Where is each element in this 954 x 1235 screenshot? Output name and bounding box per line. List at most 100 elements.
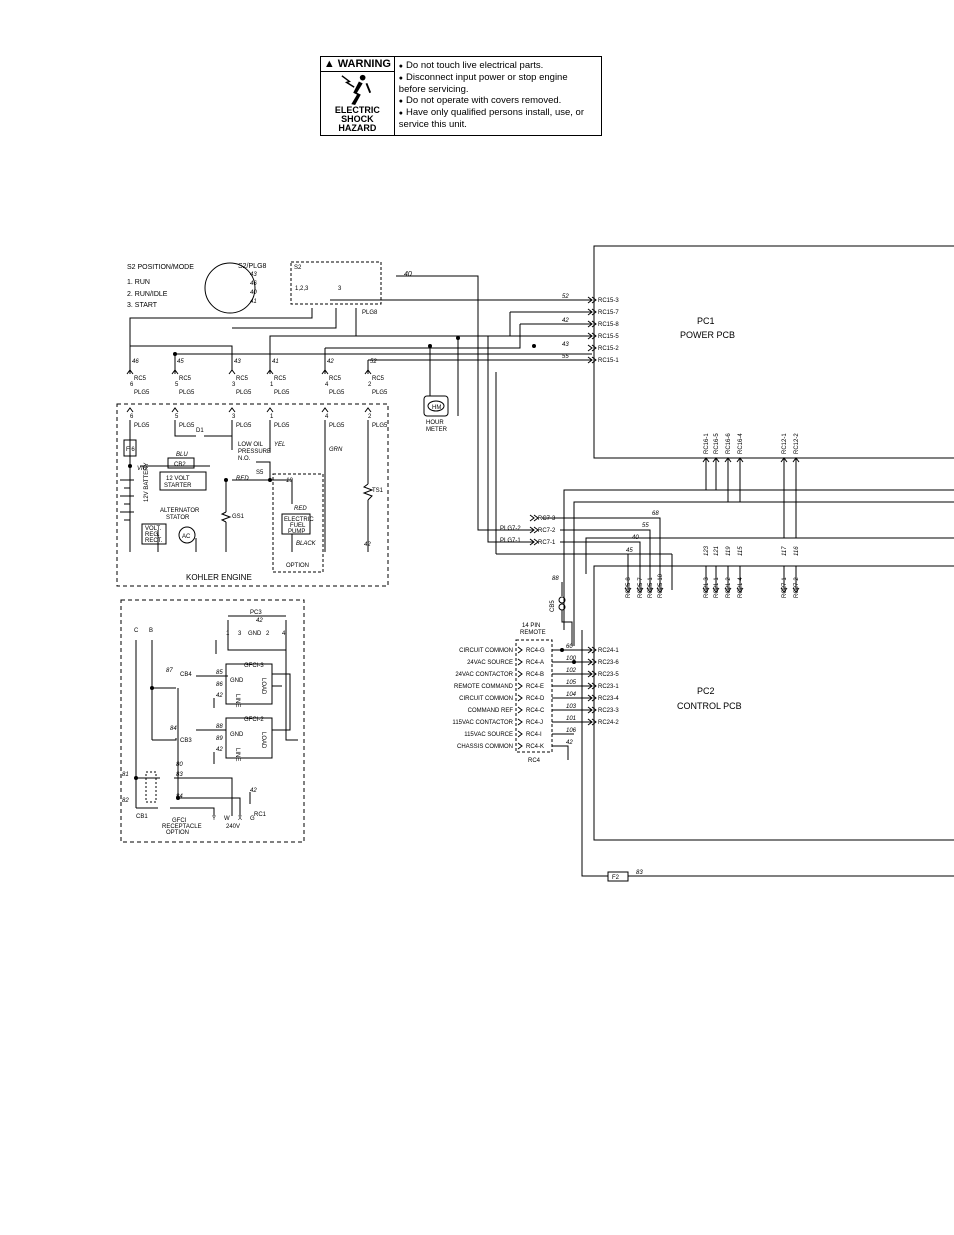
remote-row-dest: RC23-1 [598,684,619,690]
plg5-pin: 3 [232,414,236,420]
hour-meter-label: METER [426,427,448,433]
rc21-wire: 117 [782,546,788,556]
rc16-pin: RC16-1 [704,433,710,454]
rc25-wire: 45 [626,548,633,554]
rc5-wire: 42 [327,359,334,365]
connector-chevron [780,587,788,593]
remote-row-pin: RC4-C [526,708,545,714]
gfci-wire: 80 [176,762,183,768]
plg8-label: PLG8 [362,310,378,316]
remote-connector-box [515,639,553,753]
alternator-label: STATOR [166,515,190,521]
rc7-wire: 40 [632,535,639,541]
s2-plg8-label: S2/PLG8 [238,263,267,270]
connector-chevron [587,670,597,678]
rc5-name: RC5 [329,376,342,382]
pc1-desc: POWER PCB [680,330,735,340]
fuel-pump [281,513,311,535]
connector-chevron [724,457,732,463]
connector-chevron [587,694,597,702]
connector-chevron [321,369,329,375]
connector-chevron [712,457,720,463]
rc5-pin: 3 [232,382,236,388]
s2-mode-start: 3. START [127,302,158,309]
fuse-f6 [123,439,137,457]
oil-label: PRESSURE [238,449,271,455]
warning-list: Do not touch live electrical parts. Disc… [395,57,601,135]
volt-reg-box [141,523,167,545]
fuse-label: F 6 [126,447,135,453]
remote-row-wire: 42 [566,740,573,746]
line-label: LINE [234,694,240,707]
rc5-name: RC5 [134,376,147,382]
remote-row-pin: RC4-D [526,696,545,702]
rc5-pin: 2 [368,382,372,388]
pc1-name: PC1 [697,316,715,326]
rc21-wire: 123 [704,545,710,556]
wire-88-label: 88 [552,576,559,582]
connector-chevron [587,344,597,352]
plg7-pin: PLG7-1 [500,538,521,544]
remote-row-pin: RC4-E [526,684,544,690]
option-label: OPTION [286,563,309,569]
s2-pos-a: 1,2,3 [295,286,309,292]
warning-item: Do not touch live electrical parts. [399,60,597,72]
connector-chevron [587,658,597,666]
gfci-option-label: OPTION [166,830,189,836]
rc16-pin: RC16-6 [726,433,732,454]
fuel-pump-label: PUMP [288,529,305,535]
s2-mode-run: 1. RUN [127,279,150,286]
connector-chevron [792,587,800,593]
rc21-pin: RC27-2 [794,577,800,598]
oil-label: N.O. [238,456,251,462]
remote-label: REMOTE [520,630,546,636]
rc25-pin: RC25-7 [638,577,644,598]
rc21-connector: 123RC21-3121RC21-1119RC21-2115RC21-4117R… [702,545,800,598]
remote-row-wire: 106 [566,728,577,734]
remote-row-wire: 103 [566,704,577,710]
connector-chevron [587,646,597,654]
fuel-pump-label: ELECTRIC [284,517,314,523]
load-label: LOAD [260,732,266,749]
rc7-wire: 55 [642,523,649,529]
plg5-name: PLG5 [274,390,290,396]
alternator-label: ALTERNATOR [160,508,200,514]
wire-line [140,465,210,552]
receptacle-terminal: X [238,816,242,822]
wire-line [487,335,592,543]
rc16-pin: RC12-2 [794,433,800,454]
receptacle-terminal: Y [212,816,216,822]
rc21-pin: RC27-1 [782,577,788,598]
connector-chevron [656,587,664,593]
wire-line [573,501,954,646]
rc21-wire: 115 [738,546,744,556]
wire-line [256,420,293,504]
remote-row-pin: RC4-B [526,672,544,678]
rc21-pin: RC21-3 [704,577,710,598]
wire-line [213,698,251,804]
cb3-label: CB3 [180,738,192,744]
ac-alternator [178,526,196,544]
connector-chevron [321,407,329,413]
rc5-pin: 5 [175,382,179,388]
wire-line [560,541,641,590]
ac-label: AC [182,534,191,540]
remote-row-label: 115VAC SOURCE [464,732,513,738]
f2-label: F2 [612,875,620,881]
rc16-pin: RC16-5 [714,433,720,454]
rc15-wire: 52 [562,294,569,300]
wire-line [272,650,298,741]
starter-box [159,471,207,491]
connector-chevron [587,718,597,726]
remote-row-label: COMMAND REF [468,708,514,714]
plg5-name: PLG5 [134,423,150,429]
wire-line [136,777,233,816]
warning-item: Have only qualified persons install, use… [399,107,597,130]
rc15-pin: RC15-3 [598,298,619,304]
plg7-pin: PLG7-2 [500,526,521,532]
connector-chevron [624,587,632,593]
